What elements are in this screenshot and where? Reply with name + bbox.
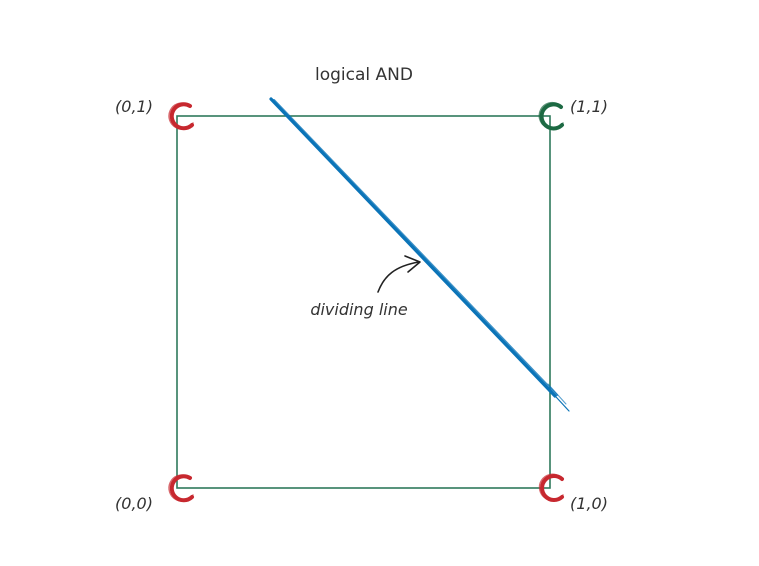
point-marker-1-0: [538, 473, 564, 502]
point-marker-0-1: [168, 102, 194, 131]
dividing-line: [269, 97, 570, 412]
annotation-arrow: [377, 255, 421, 293]
point-label-1-1: (1,1): [570, 97, 608, 116]
point-label-0-0: (0,0): [115, 494, 153, 513]
dividing-line-label: dividing line: [310, 300, 408, 319]
point-label-1-0: (1,0): [570, 494, 608, 513]
point-marker-1-1: [538, 101, 564, 131]
diagram-title: logical AND: [315, 65, 413, 85]
unit-square: [176, 115, 551, 489]
point-label-0-1: (0,1): [115, 97, 153, 116]
point-marker-0-0: [168, 474, 194, 503]
